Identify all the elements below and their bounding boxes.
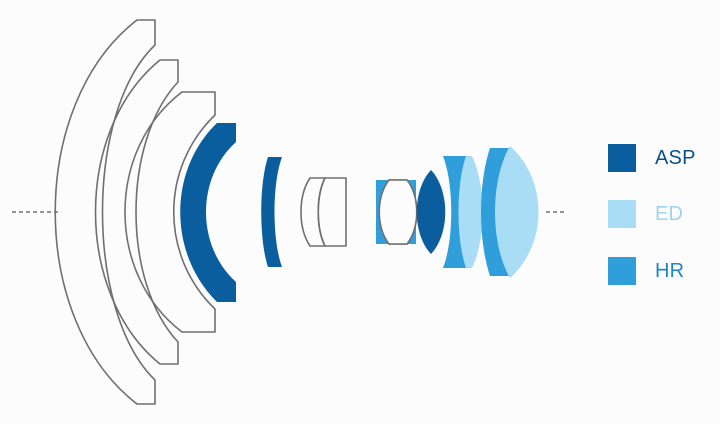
lens-element-2 [94,59,179,365]
legend-swatch-hr [608,257,636,285]
lens-element-5-asp [261,157,282,267]
legend-swatch-ed [608,200,636,228]
lens-element-14-ed [495,146,539,278]
lens-element-3 [124,91,216,333]
lens-element-12-ed [458,156,483,268]
legend-label-ed: ED [655,203,684,225]
legend-item-hr: HR [608,256,718,286]
legend-item-ed: ED [608,199,718,229]
lens-element-7 [317,177,347,247]
lens-element-10-asp [416,170,446,254]
legend-item-asp: ASP [608,143,718,173]
lens-element-4-asp [180,123,236,302]
legend-label-hr: HR [655,260,685,282]
lens-element-9-fill [378,179,418,245]
legend-swatch-asp [608,144,636,172]
legend-label-asp: ASP [655,147,696,169]
lens-element-1 [54,19,156,405]
